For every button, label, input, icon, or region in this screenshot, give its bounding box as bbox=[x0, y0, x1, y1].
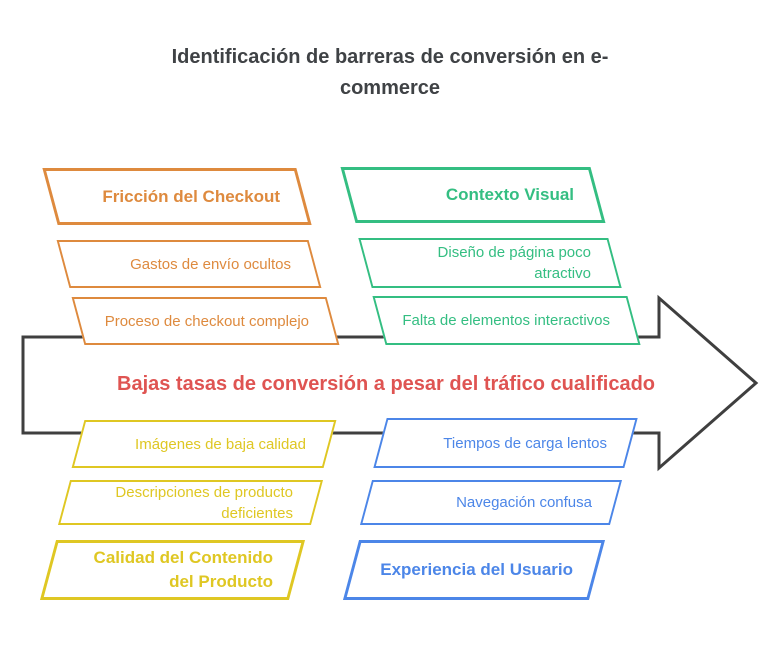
diagram-title-line: Identificación de barreras de conversión… bbox=[171, 46, 609, 68]
category-box-friccion-del-checkout: Fricción del Checkout bbox=[42, 168, 312, 225]
cause-box-diseno-pagina: Diseño de página poco atractivo bbox=[358, 238, 622, 288]
cause-label-line: Gastos de envío ocultos bbox=[130, 255, 291, 273]
cause-label: Gastos de envío ocultos bbox=[63, 240, 315, 288]
cause-box-navegacion-confusa: Navegación confusa bbox=[359, 480, 623, 525]
cause-label-line: Diseño de página poco bbox=[437, 244, 591, 261]
category-label: Experiencia del Usuario bbox=[351, 540, 597, 600]
cause-label-line: Imágenes de baja calidad bbox=[135, 435, 306, 453]
cause-label: Falta de elementos interactivos bbox=[379, 296, 634, 345]
cause-box-proceso-checkout: Proceso de checkout complejo bbox=[71, 297, 340, 345]
cause-label-line: atractivo bbox=[534, 265, 591, 282]
category-label: Contexto Visual bbox=[348, 167, 598, 223]
category-label: Calidad del Contenido del Producto bbox=[48, 540, 297, 600]
category-label-line: Fricción del Checkout bbox=[102, 186, 280, 206]
cause-label-line: Navegación confusa bbox=[456, 494, 592, 511]
cause-label: Navegación confusa bbox=[366, 480, 616, 525]
category-label-line: del Producto bbox=[169, 572, 273, 591]
category-box-contexto-visual: Contexto Visual bbox=[340, 167, 606, 223]
cause-box-tiempos-carga: Tiempos de carga lentos bbox=[373, 418, 638, 468]
cause-label-line: Descripciones de producto bbox=[115, 483, 293, 501]
cause-label: Imágenes de baja calidad bbox=[78, 420, 330, 468]
cause-box-imagenes-calidad: Imágenes de baja calidad bbox=[71, 420, 337, 468]
cause-label: Tiempos de carga lentos bbox=[380, 418, 631, 468]
cause-label: Diseño de página poco atractivo bbox=[365, 238, 615, 288]
category-label-line: Experiencia del Usuario bbox=[380, 560, 573, 579]
category-label: Fricción del Checkout bbox=[50, 168, 304, 225]
category-label-line: Contexto Visual bbox=[445, 185, 574, 204]
cause-label: Proceso de checkout complejo bbox=[78, 297, 333, 345]
category-box-calidad-contenido: Calidad del Contenido del Producto bbox=[39, 540, 306, 600]
cause-box-falta-elementos: Falta de elementos interactivos bbox=[372, 296, 641, 345]
diagram-title: Identificación de barreras de conversión… bbox=[0, 42, 780, 104]
cause-box-descripciones: Descripciones de producto deficientes bbox=[57, 480, 324, 525]
central-problem-label: Bajas tasas de conversión a pesar del tr… bbox=[117, 372, 655, 395]
cause-label-line: Falta de elementos interactivos bbox=[402, 312, 610, 329]
diagram-title-line: commerce bbox=[339, 77, 441, 99]
cause-label-line: Tiempos de carga lentos bbox=[443, 434, 607, 452]
category-label-line: Calidad del Contenido bbox=[93, 548, 273, 567]
cause-label: Descripciones de producto deficientes bbox=[64, 480, 317, 525]
cause-label-line: deficientes bbox=[221, 504, 293, 522]
cause-label-line: Proceso de checkout complejo bbox=[104, 312, 309, 330]
cause-box-gastos-envio: Gastos de envío ocultos bbox=[56, 240, 322, 288]
category-box-experiencia-usuario: Experiencia del Usuario bbox=[342, 540, 606, 600]
